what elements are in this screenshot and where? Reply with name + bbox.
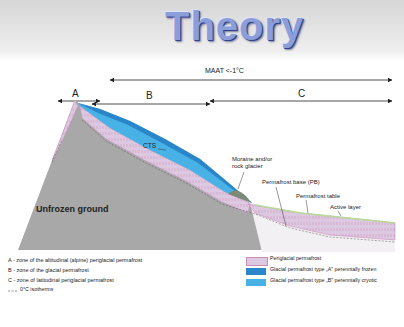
legend-text: Glacial permafrost type „A" perennially …: [270, 267, 376, 273]
legend-swatch: [246, 257, 268, 266]
page-title: Theory: [165, 4, 304, 48]
legend-note: C - zone of latitudinal periglacial perm…: [8, 277, 114, 283]
legend-text: 0°C isotherms: [20, 287, 53, 293]
legend-text: Periglacial permafrost: [270, 256, 321, 262]
legend-note: B - zone of the glacial permafrost: [8, 267, 89, 273]
zone-dimension: MAAT <-1°C: [205, 67, 244, 75]
callout-label: CTS: [143, 142, 156, 149]
callout-label: Moraine and/or rock glacier: [232, 156, 278, 169]
region-label: Unfrozen ground: [36, 205, 109, 215]
legend-text: Glacial permafrost type „B" perennially …: [270, 278, 377, 284]
callout-label: Permafrost table: [296, 193, 340, 200]
legend-swatch: [246, 279, 266, 286]
zone-letter: C: [298, 88, 305, 99]
callout-label: Active layer: [330, 204, 361, 211]
legend-note: A - zone of the altitudinal (alpine) per…: [8, 257, 142, 263]
zone-letter: B: [146, 90, 153, 101]
callout-label: Permafrost base (PB): [262, 179, 320, 186]
zone-letter: A: [72, 88, 79, 99]
legend-swatch: [246, 268, 266, 275]
